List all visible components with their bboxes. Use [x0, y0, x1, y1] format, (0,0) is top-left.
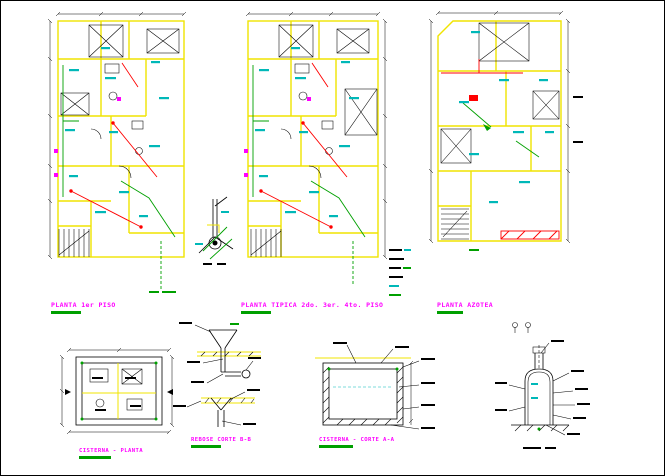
scale-bar-cistern-plan [79, 456, 111, 459]
walls [247, 20, 379, 258]
stairs-hatch [58, 229, 90, 257]
walls [57, 20, 185, 258]
cistern-section-detail: CISTERNA - CORTE A-A [315, 342, 435, 448]
dimension-lines [428, 10, 571, 244]
floor-plan-first-floor: PLANTA 1er PISO [47, 11, 187, 314]
pressure-tank-detail [495, 322, 590, 449]
plan-title-first-floor: PLANTA 1er PISO [51, 301, 116, 309]
cistern-plan-detail: CISTERNA - PLANTA [59, 347, 175, 459]
dimension-lines [408, 360, 414, 425]
tank-walls [75, 356, 163, 426]
tank-walls [322, 362, 404, 426]
plumbing-isometric-detail [195, 196, 234, 265]
scale-bar-overflow [191, 445, 221, 448]
detail-title-cistern-plan: CISTERNA - PLANTA [79, 448, 143, 454]
annotation-marks [459, 31, 583, 204]
electrical-lines [259, 62, 348, 229]
stairs-hatch [441, 208, 469, 240]
overflow-section-detail: REBOSE CORTE B-B [173, 322, 261, 448]
plumbing-lines [462, 102, 540, 251]
leader-notes [327, 342, 435, 430]
closet-x-boxes [440, 22, 560, 164]
floor-plan-typical: PLANTA TIPICA 2do. 3er. 4to. PISO [241, 11, 411, 314]
tank-body [524, 368, 554, 425]
scale-bar-cistern-section [319, 445, 353, 448]
top-pipe [532, 346, 546, 369]
closet-x-boxes [60, 24, 180, 116]
dimension-lines [47, 11, 187, 260]
scale-bar-first-floor [51, 311, 81, 314]
electrical-lines [441, 59, 560, 240]
closet-x-boxes [278, 24, 378, 136]
detail-title-overflow: REBOSE CORTE B-B [191, 437, 252, 443]
ground-hatch [514, 424, 570, 432]
plumbing-lines [62, 65, 176, 293]
plan-title-typical: PLANTA TIPICA 2do. 3er. 4to. PISO [241, 301, 383, 309]
electrical-lines [69, 62, 158, 229]
leader-notes [495, 340, 590, 449]
scale-bar-typical [241, 311, 271, 314]
dimension-lines [59, 347, 175, 435]
fixtures [280, 63, 334, 179]
plan-title-roof: PLANTA AZOTEA [437, 301, 493, 309]
annotation-marks [65, 361, 173, 421]
plumbing-lines [252, 65, 366, 285]
stairs-hatch [250, 229, 282, 257]
detail-title-cistern-section: CISTERNA - CORTE A-A [319, 437, 395, 443]
notes-column [389, 249, 411, 296]
wall-hatch [322, 366, 404, 426]
dimension-lines [245, 11, 388, 260]
upper-funnel [179, 322, 261, 384]
lower-drain [173, 389, 260, 427]
scale-bar-roof [437, 311, 463, 314]
inner-partitions [82, 363, 156, 419]
walls [437, 20, 562, 242]
floor-plan-roof: PLANTA AZOTEA [428, 10, 583, 314]
annotation-marks [244, 47, 359, 218]
annotation-marks [54, 47, 169, 218]
fixtures [90, 63, 144, 179]
valve-symbols [512, 322, 531, 333]
equipment [89, 368, 143, 411]
